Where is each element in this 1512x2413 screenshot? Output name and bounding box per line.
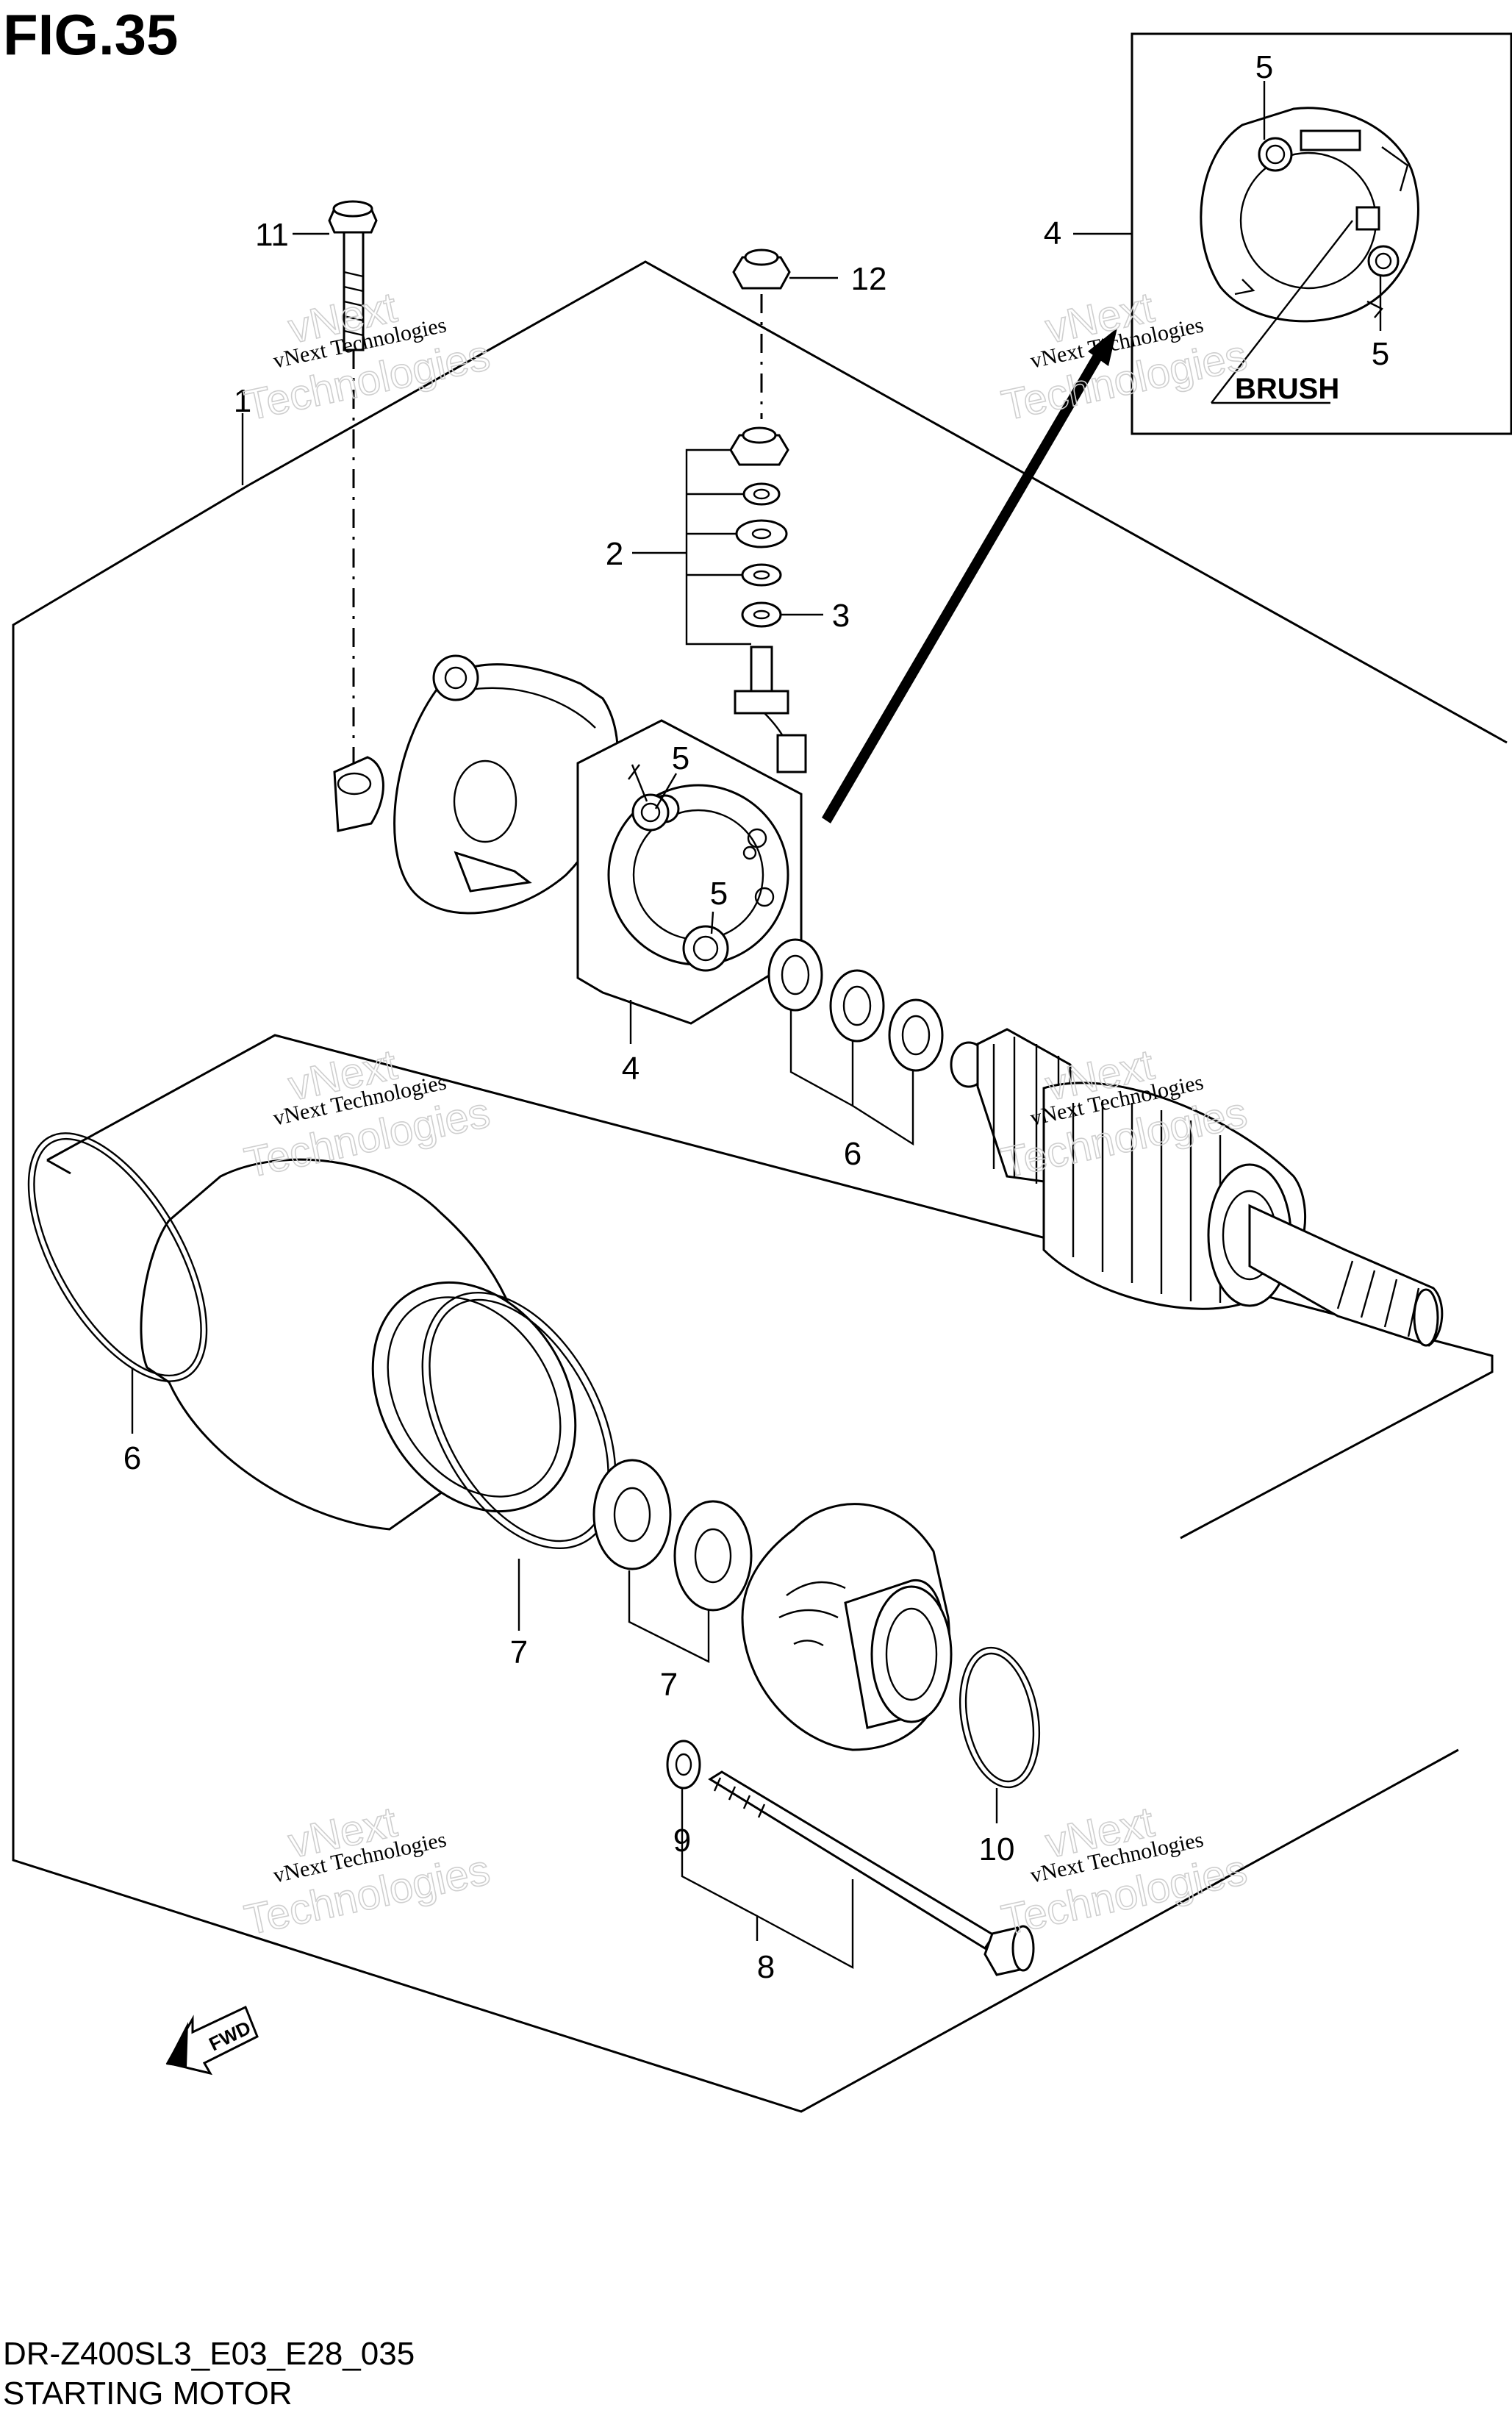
assembly-boundary-left — [12, 484, 1459, 2113]
callout-11: 11 — [255, 217, 289, 253]
bracket-8-b — [756, 1879, 854, 1970]
callout-6-left: 6 — [123, 1440, 141, 1476]
callout-6-right: 7 — [510, 1634, 528, 1670]
leader-5b — [710, 911, 714, 934]
watermark-top-left: vNext Technologies vNext Technologies — [240, 283, 494, 431]
callout-1: 1 — [234, 383, 251, 419]
bracket-2 — [685, 448, 751, 646]
leader-5a — [654, 773, 678, 809]
inset-callout-4: 4 — [1044, 215, 1061, 251]
part-10-oring — [959, 1646, 1041, 1789]
callout-2: 2 — [606, 536, 623, 572]
part-7-washers-lower — [592, 1459, 753, 1612]
subassembly-boundary-edge — [46, 1159, 71, 1175]
part-7-washers-upper — [767, 938, 944, 1072]
brush-holder-illustration — [1200, 107, 1419, 323]
subassembly-boundary — [46, 1034, 1494, 1540]
brush-pointer — [1211, 220, 1353, 404]
bracket-8-a — [681, 1820, 759, 1941]
callout-10: 10 — [979, 1831, 1015, 1867]
front-cover — [741, 1503, 953, 1751]
part-4-brush-holder — [576, 719, 803, 1025]
inset-callout-5-bottom: 5 — [1372, 336, 1389, 372]
callout-3: 3 — [832, 598, 850, 634]
callout-9: 9 — [673, 1823, 691, 1859]
bracket-7-lower-a — [628, 1570, 710, 1663]
rear-cover — [333, 654, 619, 915]
callout-4: 4 — [622, 1051, 639, 1087]
part-2-terminal-hardware — [729, 426, 807, 773]
inset-pointer-head — [1088, 328, 1117, 366]
brush-label: BRUSH — [1235, 373, 1339, 405]
figure-name: STARTING MOTOR — [3, 2376, 293, 2412]
yoke-body — [27, 1132, 577, 1531]
bracket-7-upper-a — [789, 1010, 854, 1108]
figure-number: FIG.35 — [3, 2, 178, 67]
callout-12: 12 — [851, 261, 887, 297]
callout-7-lower: 7 — [660, 1667, 678, 1703]
callout-8: 8 — [757, 1949, 775, 1985]
part-11-bolt — [328, 200, 378, 769]
inset-callout-5-top: 5 — [1255, 49, 1273, 85]
bracket-7-upper-b — [852, 1070, 914, 1146]
inset-pointer-arrow — [822, 338, 1110, 823]
part-12-nut — [732, 249, 791, 419]
assembly-boundary — [248, 260, 1508, 744]
part-9-washer — [666, 1740, 701, 1790]
watermark-bottom-left: vNext Technologies vNext Technologies — [240, 1798, 494, 1945]
callout-7-upper: 6 — [844, 1136, 861, 1172]
watermark-bottom-right: vNext Technologies vNext Technologies — [997, 1798, 1251, 1945]
part-8-through-bolt — [708, 1770, 1035, 1976]
part-6-oring — [421, 1291, 617, 1550]
figure-code: DR-Z400SL3_E03_E28_035 — [3, 2336, 415, 2372]
watermark-top-right: vNext Technologies vNext Technologies — [997, 283, 1251, 431]
watermark-mid-left: vNext Technologies vNext Technologies — [240, 1040, 494, 1188]
callout-5-upper: 5 — [672, 740, 689, 776]
fwd-arrow: FWD — [165, 2005, 259, 2076]
armature — [950, 1028, 1444, 1347]
brush-inset: 4 5 5 BRUSH — [1044, 32, 1512, 435]
callout-5-lower: 5 — [710, 876, 728, 912]
